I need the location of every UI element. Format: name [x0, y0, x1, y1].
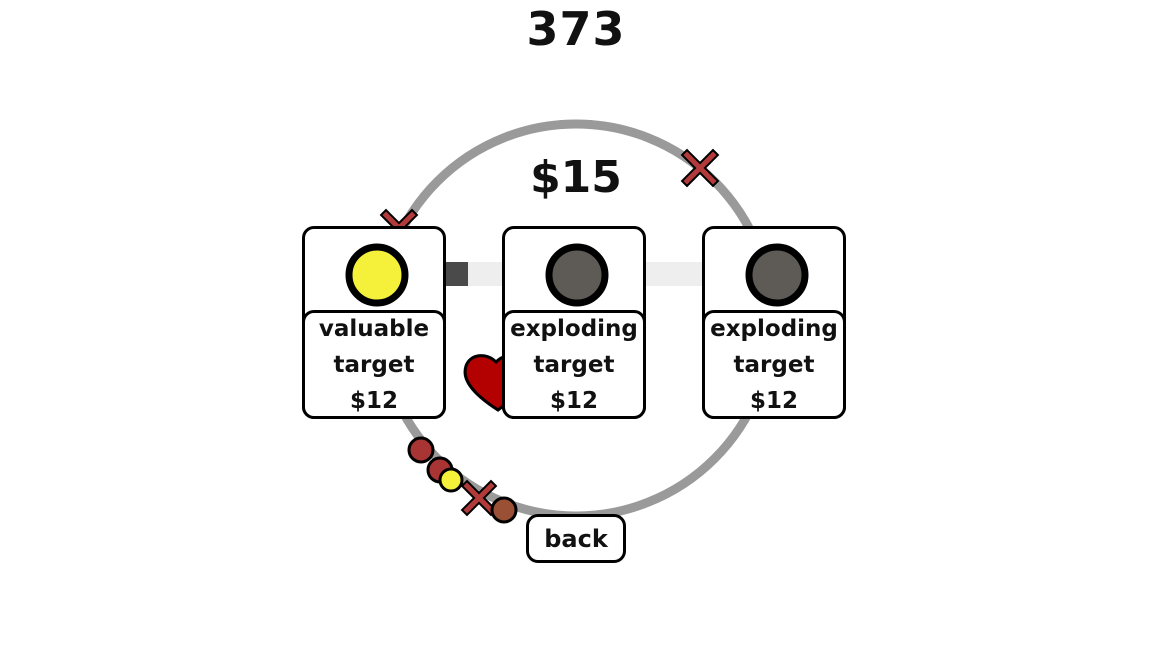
ball-red-icon [407, 436, 435, 464]
card-price: $12 [349, 387, 398, 414]
exploding-target-icon [745, 243, 809, 307]
card-label-line1: exploding [510, 315, 638, 342]
back-button[interactable]: back [526, 514, 626, 563]
card-label-line2: target [533, 351, 615, 378]
card-label-line1: valuable [318, 315, 430, 342]
card-label-box: valuable target $12 [302, 310, 446, 419]
x-marker-icon [460, 479, 498, 517]
shop-card-exploding-target[interactable]: exploding target $12 [502, 226, 646, 419]
ball-yellow-icon [438, 467, 464, 493]
card-price: $12 [549, 387, 598, 414]
shop-card-exploding-target[interactable]: exploding target $12 [702, 226, 846, 419]
exploding-target-icon [545, 243, 609, 307]
score-display: 373 [526, 2, 626, 56]
card-label-line1: exploding [710, 315, 838, 342]
card-price: $12 [749, 387, 798, 414]
card-icon-slot [505, 229, 643, 311]
card-icon-slot [705, 229, 843, 311]
money-display: $15 [530, 152, 622, 203]
x-marker-icon [680, 148, 720, 188]
card-label-line2: target [333, 351, 415, 378]
card-label-box: exploding target $12 [502, 310, 646, 419]
card-label-line2: target [733, 351, 815, 378]
card-label-box: exploding target $12 [702, 310, 846, 419]
valuable-target-icon [345, 243, 409, 307]
ball-brown-icon [490, 496, 518, 524]
card-icon-slot [305, 229, 443, 311]
shop-card-valuable-target[interactable]: valuable target $12 [302, 226, 446, 419]
